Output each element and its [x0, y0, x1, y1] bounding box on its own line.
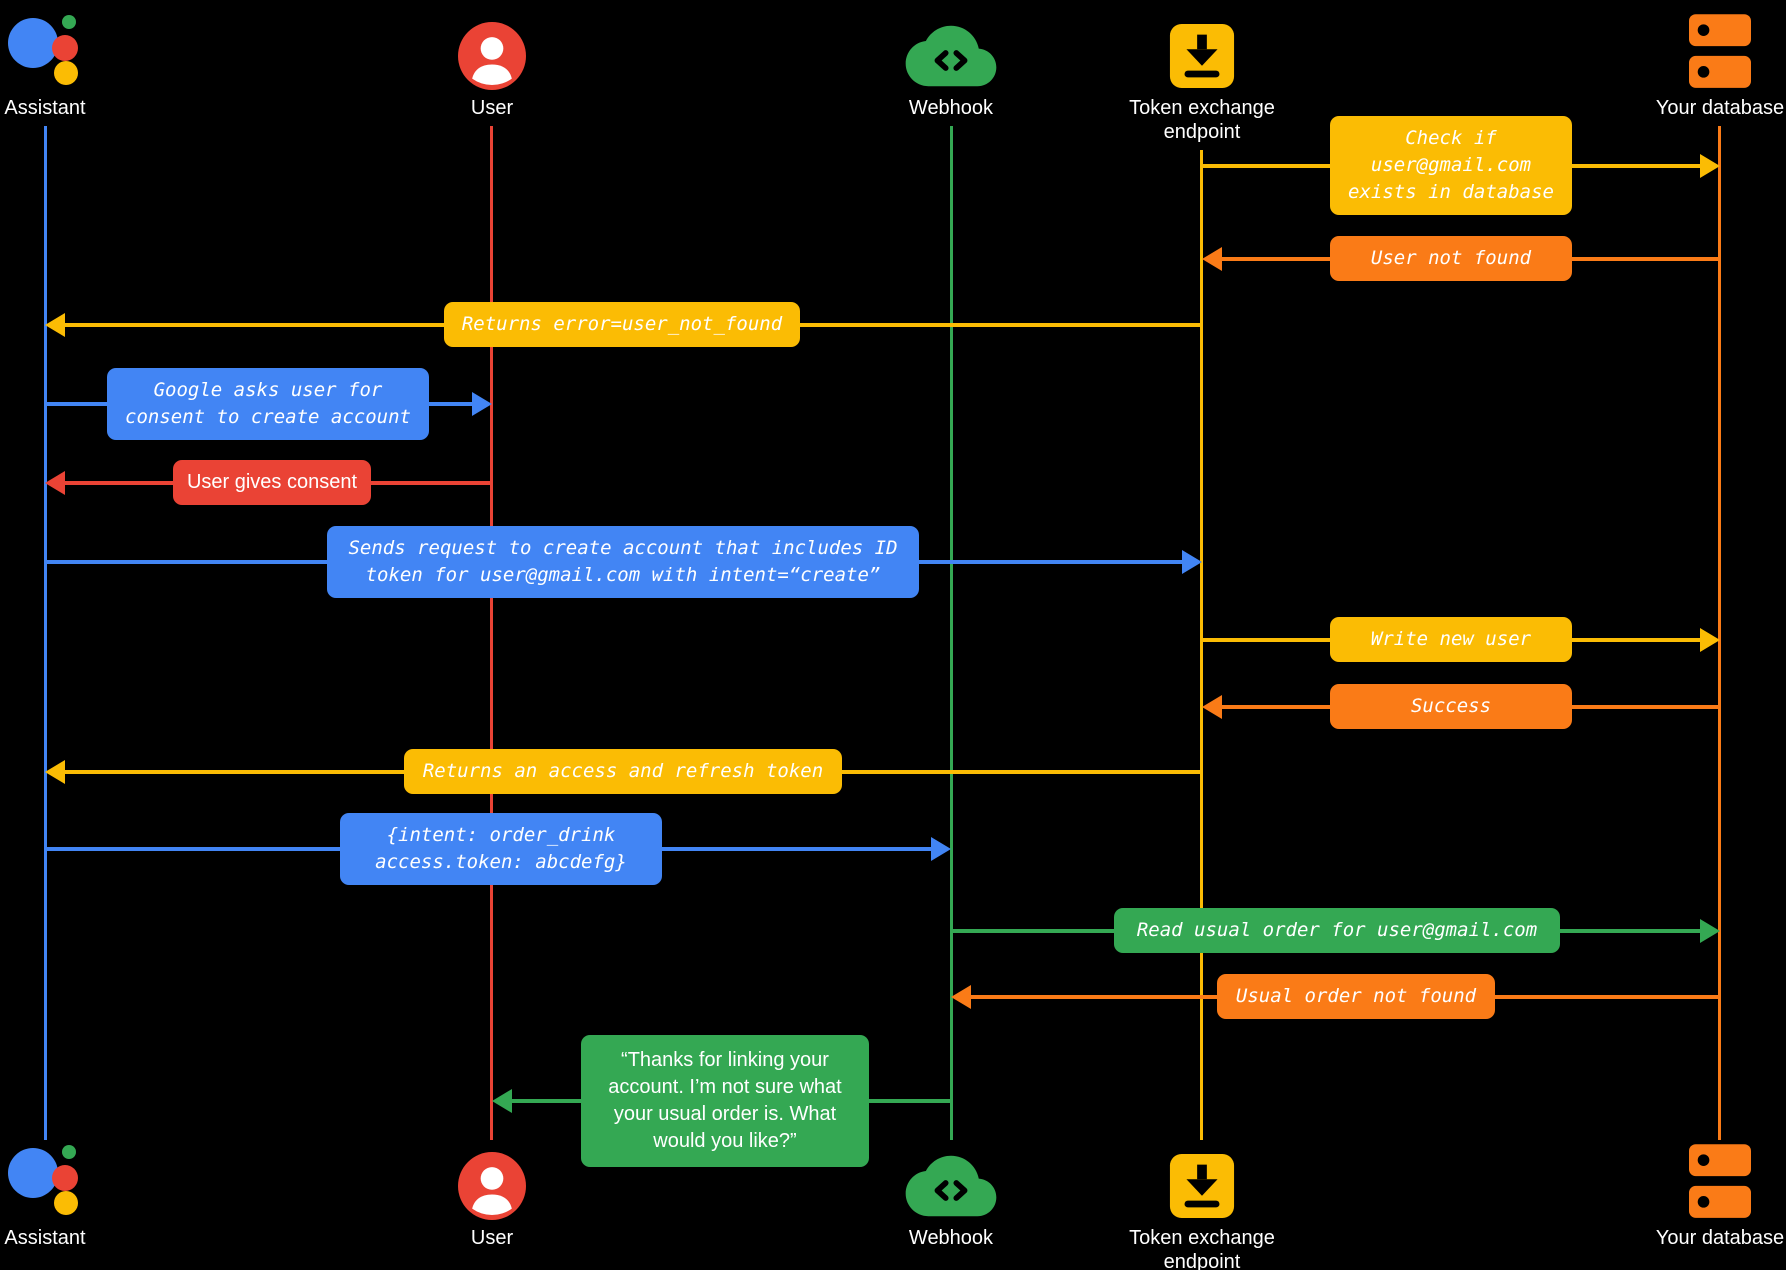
- message-box: User gives consent: [173, 460, 371, 505]
- google-assistant-icon: [5, 6, 85, 90]
- arrowhead-right-icon: [1700, 919, 1720, 943]
- actor-assistant-bottom: Assistant: [0, 1136, 155, 1250]
- arrowhead-left-icon: [951, 985, 971, 1009]
- message-box: Success: [1330, 684, 1572, 729]
- actor-label: Your database: [1655, 1227, 1785, 1249]
- token-exchange-icon: [1168, 6, 1236, 90]
- lifeline-webhook: [950, 126, 953, 1140]
- user-icon: [458, 1136, 526, 1220]
- arrowhead-right-icon: [1700, 628, 1720, 652]
- arrowhead-left-icon: [45, 760, 65, 784]
- actor-webhook-top: Webhook: [841, 6, 1061, 120]
- actor-label: Webhook: [908, 97, 994, 119]
- lifeline-assistant: [44, 126, 47, 1140]
- message-box: Check if user@gmail.com exists in databa…: [1330, 116, 1572, 215]
- arrowhead-left-icon: [1202, 695, 1222, 719]
- cloud-code-icon: [904, 6, 998, 90]
- arrowhead-right-icon: [472, 392, 492, 416]
- message-box: Read usual order for user@gmail.com: [1114, 908, 1560, 953]
- message-box: Returns error=user_not_found: [444, 302, 800, 347]
- arrowhead-left-icon: [45, 313, 65, 337]
- token-exchange-icon: [1168, 1136, 1236, 1220]
- user-icon: [458, 6, 526, 90]
- actor-label: Your database: [1655, 97, 1785, 119]
- message-box: “Thanks for linking your account. I’m no…: [581, 1035, 869, 1167]
- actor-label: Assistant: [4, 97, 86, 119]
- actor-token-exchange-bottom: Token exchange endpoint: [1092, 1136, 1312, 1270]
- cloud-code-icon: [904, 1136, 998, 1220]
- arrowhead-right-icon: [1182, 550, 1202, 574]
- actor-label: Token exchange endpoint: [1129, 97, 1275, 143]
- arrowhead-left-icon: [1202, 247, 1222, 271]
- actor-label: Assistant: [4, 1227, 86, 1249]
- arrowhead-left-icon: [45, 471, 65, 495]
- message-box: Write new user: [1330, 617, 1572, 662]
- actor-label: User: [470, 97, 514, 119]
- message-box: User not found: [1330, 236, 1572, 281]
- actor-label: Token exchange endpoint: [1129, 1227, 1275, 1270]
- actor-label: User: [470, 1227, 514, 1249]
- actor-user-top: User: [382, 6, 602, 120]
- actor-label: Webhook: [908, 1227, 994, 1249]
- lifeline-token-exchange: [1200, 150, 1203, 1140]
- message-box: Sends request to create account that inc…: [327, 526, 919, 598]
- actor-user-bottom: User: [382, 1136, 602, 1250]
- message-box: Returns an access and refresh token: [404, 749, 842, 794]
- message-box: {intent: order_drink access.token: abcde…: [340, 813, 662, 885]
- arrowhead-left-icon: [492, 1089, 512, 1113]
- message-box: Usual order not found: [1217, 974, 1495, 1019]
- database-icon: [1689, 1136, 1751, 1220]
- arrowhead-right-icon: [1700, 154, 1720, 178]
- arrowhead-right-icon: [931, 837, 951, 861]
- google-assistant-icon: [5, 1136, 85, 1220]
- message-box: Google asks user for consent to create a…: [107, 368, 429, 440]
- actor-token-exchange-top: Token exchange endpoint: [1092, 6, 1312, 144]
- actor-webhook-bottom: Webhook: [841, 1136, 1061, 1250]
- actor-database-bottom: Your database: [1610, 1136, 1786, 1250]
- actor-database-top: Your database: [1610, 6, 1786, 120]
- database-icon: [1689, 6, 1751, 90]
- actor-assistant-top: Assistant: [0, 6, 155, 120]
- lifeline-user: [490, 126, 493, 1140]
